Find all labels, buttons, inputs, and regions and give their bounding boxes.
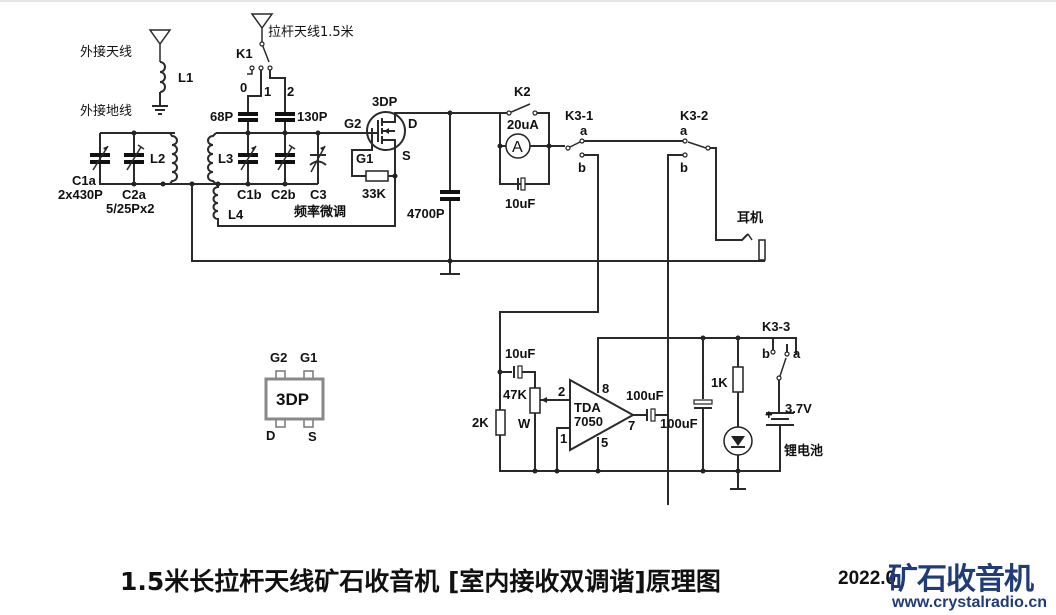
label-k3-1: K3-1: [565, 108, 593, 123]
ground-icon-ext: [152, 102, 168, 115]
site-url: www.crystalradio.cn: [892, 594, 1048, 611]
package-pin-d: D: [266, 428, 275, 443]
label-k1: K1: [236, 46, 253, 61]
label-meter-a: A: [512, 139, 523, 156]
label-k3-1-b: b: [578, 160, 586, 175]
label-ext-ground: 外接地线: [80, 103, 132, 119]
label-100uf-out: 100uF: [626, 388, 664, 403]
label-c3: C3: [310, 187, 327, 202]
label-k3-2: K3-2: [680, 108, 708, 123]
label-pin5: 5: [601, 435, 608, 450]
top-border: [0, 0, 1056, 2]
label-k1-pos2: 2: [287, 84, 294, 99]
label-7050: 7050: [574, 414, 603, 429]
package-pin-g2: G2: [270, 350, 287, 365]
meter-section: 4700P K2 20uA A 10uF: [407, 84, 565, 275]
label-k3-2-b: b: [680, 160, 688, 175]
label-g2: G2: [344, 116, 361, 131]
label-1k: 1K: [711, 375, 728, 390]
label-2k: 2K: [472, 415, 489, 430]
site-logo: 矿石收音机: [888, 562, 1034, 597]
label-68p: 68P: [210, 109, 233, 124]
label-earphone: 耳机: [737, 210, 763, 226]
package-name: 3DP: [276, 390, 309, 409]
whip-antenna-icon: [250, 13, 274, 44]
diagram-date: 2022.0: [838, 568, 897, 589]
label-l4: L4: [228, 207, 244, 222]
label-47k: 47K: [503, 387, 527, 402]
earphone-jack: [758, 239, 766, 261]
label-c1a-value: 2x430P: [58, 187, 103, 202]
label-33k: 33K: [362, 186, 386, 201]
label-c1b: C1b: [237, 187, 262, 202]
label-l1: L1: [178, 70, 193, 85]
label-3dp: 3DP: [372, 94, 398, 109]
label-w: W: [518, 416, 531, 431]
whip-antenna-section: 拉杆天线1.5米 K1 0 1 2 68P 130P: [210, 13, 354, 133]
label-whip-antenna: 拉杆天线1.5米: [268, 25, 354, 40]
mosfet-3dp: 3DP G2 G1 D S 33K: [344, 94, 450, 201]
k1-switch-blade: [261, 43, 270, 63]
label-ext-antenna: 外接天线: [80, 44, 132, 60]
label-10uf-meter: 10uF: [505, 196, 535, 211]
label-k3-1-a: a: [580, 123, 588, 138]
inductor-l1: [159, 61, 166, 102]
label-130p: 130P: [297, 109, 328, 124]
amplifier-section: 10uF 2K 47K W TDA 7050 2 8 1 5 7 100uF: [472, 337, 797, 474]
label-l3: L3: [218, 151, 233, 166]
label-20ua: 20uA: [507, 117, 539, 132]
label-tda: TDA: [574, 400, 601, 415]
label-4700p: 4700P: [407, 206, 445, 221]
label-g1: G1: [356, 151, 373, 166]
label-pin1: 1: [560, 431, 567, 446]
package-pin-g1: G1: [300, 350, 317, 365]
label-battery-plus: +: [765, 407, 773, 422]
package-3dp: 3DP G2 G1 D S: [264, 350, 325, 444]
label-s: S: [402, 148, 411, 163]
label-k3-3-a: a: [793, 346, 801, 361]
label-c2b: C2b: [271, 187, 296, 202]
label-10uf-in: 10uF: [505, 346, 535, 361]
label-100uf-supply: 100uF: [660, 416, 698, 431]
label-k3-3-b: b: [762, 346, 770, 361]
label-pin7: 7: [628, 418, 635, 433]
label-c1a: C1a: [72, 173, 97, 188]
label-l2: L2: [150, 151, 165, 166]
schematic: 外接天线 L1 外接地线 拉杆天线1.5米 K1 0 1 2 68P 130P: [58, 13, 823, 505]
package-pin-s: S: [308, 429, 317, 444]
label-3-7v: 3.7V: [785, 401, 812, 416]
label-battery: 锂电池: [784, 443, 823, 459]
resistor-1k: [732, 366, 744, 393]
antenna-icon: [148, 29, 172, 62]
label-d: D: [408, 116, 417, 131]
resistor-2k: [495, 409, 506, 436]
label-k2: K2: [514, 84, 531, 99]
label-c2a-value: 5/25Px2: [106, 201, 154, 216]
label-c2a: C2a: [122, 187, 147, 202]
label-fine-tune: 频率微调: [294, 204, 346, 220]
label-k3-3: K3-3: [762, 319, 790, 334]
potentiometer-47k: [529, 387, 541, 414]
external-antenna-section: 外接天线 L1 外接地线: [80, 29, 193, 119]
first-tuned-circuit: C1a 2x430P C2a 5/25Px2 L2: [58, 130, 192, 216]
power-section: 100uF 1K K3-3 b a 3.7V + 锂电池: [660, 319, 823, 490]
label-k1-pos0: 0: [240, 80, 247, 95]
diagram-title: 1.5米长拉杆天线矿石收音机 [室内接收双调谐]原理图: [120, 567, 721, 596]
label-k1-pos1: 1: [264, 84, 271, 99]
second-tuned-circuit: L3 C1b C2b C3 频率微调 L4: [189, 130, 765, 262]
label-pin8: 8: [602, 381, 609, 396]
label-pin2: 2: [558, 384, 565, 399]
k3-switches: K3-1 a b K3-2 a b 耳机: [499, 108, 766, 505]
label-k3-2-a: a: [680, 123, 688, 138]
